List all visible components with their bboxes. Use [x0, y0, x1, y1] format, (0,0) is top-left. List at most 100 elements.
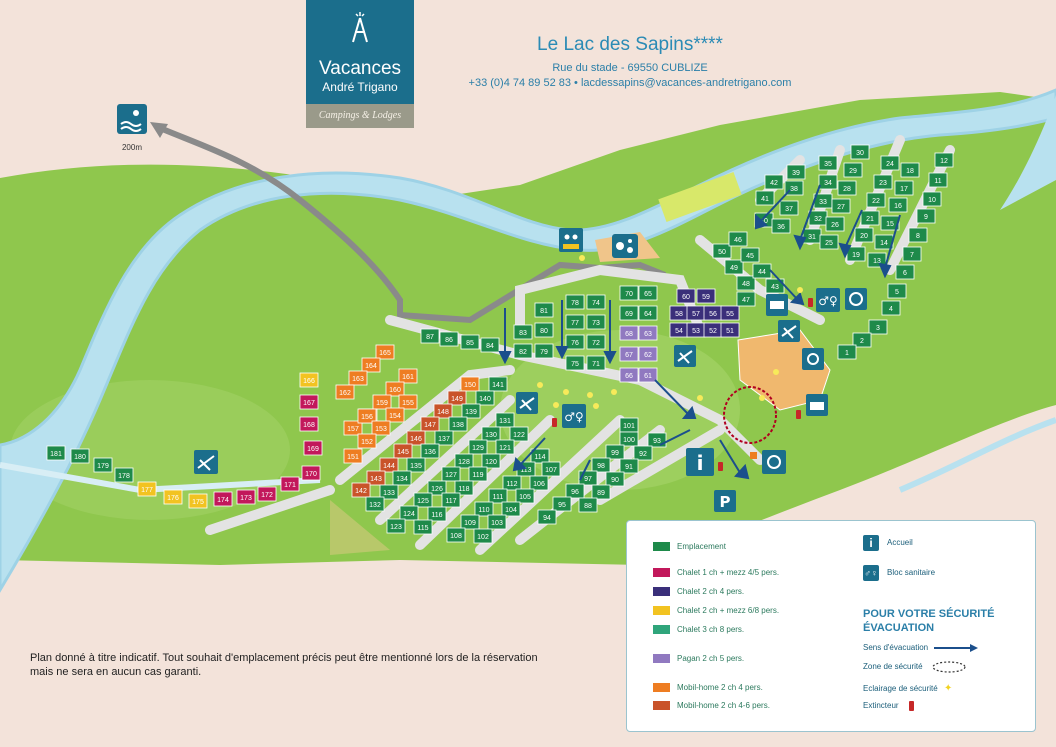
- map-plot[interactable]: 25: [819, 234, 839, 250]
- map-plot[interactable]: 4: [881, 300, 901, 316]
- plot-box[interactable]: [447, 390, 467, 406]
- plot-box[interactable]: [908, 227, 928, 243]
- plot-box[interactable]: [473, 528, 493, 544]
- plot-box[interactable]: [764, 174, 784, 190]
- plot-box[interactable]: [46, 445, 66, 461]
- plot-box[interactable]: [605, 471, 625, 487]
- plot-box[interactable]: [375, 344, 395, 360]
- plot-box[interactable]: [900, 162, 920, 178]
- plot-box[interactable]: [420, 443, 440, 459]
- map-plot[interactable]: 150: [460, 376, 480, 392]
- plot-box[interactable]: [880, 215, 900, 231]
- plot-box[interactable]: [552, 496, 572, 512]
- map-plot[interactable]: 98: [591, 457, 611, 473]
- plot-box[interactable]: [565, 314, 585, 330]
- plot-box[interactable]: [619, 325, 639, 341]
- map-plot[interactable]: 171: [280, 476, 300, 492]
- plot-box[interactable]: [818, 174, 838, 190]
- plot-box[interactable]: [902, 246, 922, 262]
- map-plot[interactable]: 108: [446, 527, 466, 543]
- map-plot[interactable]: 9: [916, 208, 936, 224]
- plot-box[interactable]: [474, 501, 494, 517]
- map-plot[interactable]: 42: [764, 174, 784, 190]
- map-plot[interactable]: 30: [850, 144, 870, 160]
- map-plot[interactable]: 68: [619, 325, 639, 341]
- plot-box[interactable]: [515, 488, 535, 504]
- plot-box[interactable]: [399, 505, 419, 521]
- map-plot[interactable]: 54: [669, 322, 689, 338]
- map-plot[interactable]: 2: [852, 332, 872, 348]
- plot-box[interactable]: [720, 322, 740, 338]
- map-plot[interactable]: 161: [398, 368, 418, 384]
- map-plot[interactable]: 152: [357, 433, 377, 449]
- plot-box[interactable]: [475, 390, 495, 406]
- plot-box[interactable]: [448, 416, 468, 432]
- plot-box[interactable]: [724, 259, 744, 275]
- plot-box[interactable]: [299, 394, 319, 410]
- plot-box[interactable]: [868, 319, 888, 335]
- map-plot[interactable]: 86: [439, 331, 459, 347]
- plot-box[interactable]: [257, 486, 277, 502]
- plot-box[interactable]: [406, 457, 426, 473]
- plot-box[interactable]: [468, 466, 488, 482]
- plot-box[interactable]: [854, 227, 874, 243]
- map-plot[interactable]: 31: [802, 228, 822, 244]
- plot-box[interactable]: [379, 457, 399, 473]
- map-plot[interactable]: 163: [348, 370, 368, 386]
- brand-logo[interactable]: Vacances André Trigano Campings & Lodges: [306, 0, 414, 128]
- plot-box[interactable]: [895, 264, 915, 280]
- map-plot[interactable]: 169: [303, 440, 323, 456]
- plot-box[interactable]: [93, 457, 113, 473]
- map-plot[interactable]: 76: [565, 334, 585, 350]
- map-plot[interactable]: 100: [619, 431, 639, 447]
- map-plot[interactable]: 154: [385, 407, 405, 423]
- plot-box[interactable]: [299, 416, 319, 432]
- map-plot[interactable]: 72: [586, 334, 606, 350]
- map-plot[interactable]: 118: [454, 480, 474, 496]
- plot-box[interactable]: [638, 367, 658, 383]
- plot-box[interactable]: [372, 394, 392, 410]
- map-plot[interactable]: 101: [619, 417, 639, 433]
- map-plot[interactable]: 16: [888, 197, 908, 213]
- plot-box[interactable]: [433, 403, 453, 419]
- plot-box[interactable]: [188, 493, 208, 509]
- plot-box[interactable]: [487, 514, 507, 530]
- plot-box[interactable]: [843, 162, 863, 178]
- plot-box[interactable]: [819, 234, 839, 250]
- map-plot[interactable]: 99: [605, 444, 625, 460]
- map-plot[interactable]: 159: [372, 394, 392, 410]
- plot-box[interactable]: [509, 426, 529, 442]
- map-plot[interactable]: 178: [114, 467, 134, 483]
- plot-box[interactable]: [446, 527, 466, 543]
- map-plot[interactable]: 130: [481, 426, 501, 442]
- map-plot[interactable]: 44: [752, 263, 772, 279]
- map-plot[interactable]: 122: [509, 426, 529, 442]
- plot-box[interactable]: [565, 334, 585, 350]
- map-plot[interactable]: 41: [755, 190, 775, 206]
- map-plot[interactable]: 167: [299, 394, 319, 410]
- plot-box[interactable]: [881, 300, 901, 316]
- plot-box[interactable]: [786, 164, 806, 180]
- map-plot[interactable]: 67: [619, 346, 639, 362]
- plot-box[interactable]: [619, 431, 639, 447]
- map-plot[interactable]: 34: [818, 174, 838, 190]
- map-plot[interactable]: 166: [299, 372, 319, 388]
- map-plot[interactable]: 26: [825, 216, 845, 232]
- plot-box[interactable]: [439, 331, 459, 347]
- map-plot[interactable]: 69: [619, 305, 639, 321]
- map-plot[interactable]: 123: [386, 518, 406, 534]
- plot-box[interactable]: [565, 294, 585, 310]
- map-plot[interactable]: 61: [638, 367, 658, 383]
- plot-box[interactable]: [468, 439, 488, 455]
- map-plot[interactable]: 32: [808, 210, 828, 226]
- map-plot[interactable]: 104: [501, 501, 521, 517]
- map-plot[interactable]: 110: [474, 501, 494, 517]
- plot-box[interactable]: [825, 216, 845, 232]
- plot-box[interactable]: [534, 322, 554, 338]
- plot-box[interactable]: [888, 197, 908, 213]
- map-plot[interactable]: 172: [257, 486, 277, 502]
- plot-box[interactable]: [591, 484, 611, 500]
- map-plot[interactable]: 144: [379, 457, 399, 473]
- plot-box[interactable]: [852, 332, 872, 348]
- map-plot[interactable]: 151: [343, 448, 363, 464]
